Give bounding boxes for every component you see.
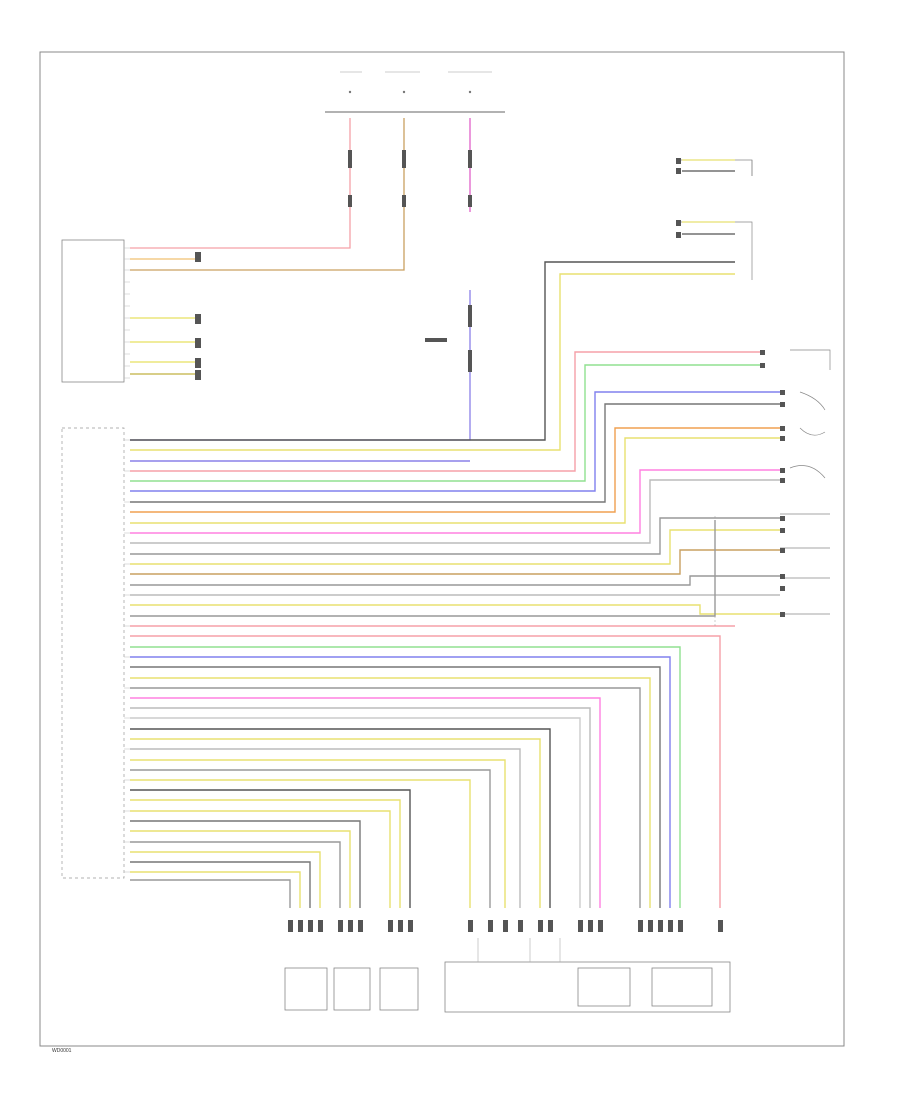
bottom-sensors	[284, 961, 731, 1013]
main-control-module	[61, 427, 125, 879]
diagram-frame	[39, 51, 845, 1047]
lower-sensor-wires	[130, 789, 411, 908]
right-connector-marks	[676, 158, 785, 617]
sensor-block-3	[379, 967, 419, 1011]
electronic-module-box	[444, 961, 731, 1013]
upper-control-module	[61, 239, 201, 383]
electronic-module-inner-2	[651, 967, 713, 1007]
electronic-module-inner-1	[577, 967, 631, 1007]
top-connector-marks	[348, 150, 472, 372]
lower-connector-marks	[288, 920, 723, 932]
sensor-block-1	[284, 967, 328, 1011]
main-module-box	[61, 427, 125, 879]
diagram-code: WD0001	[52, 1048, 72, 1054]
top-fuse-block	[325, 71, 505, 113]
upper-module-box	[61, 239, 125, 383]
sensor-block-2	[333, 967, 371, 1011]
main-module-pins	[124, 439, 130, 873]
main-wire-bus	[130, 261, 780, 908]
top-fuse-markers	[348, 90, 472, 94]
top-feed-wires	[130, 118, 471, 441]
right-components	[680, 159, 831, 615]
